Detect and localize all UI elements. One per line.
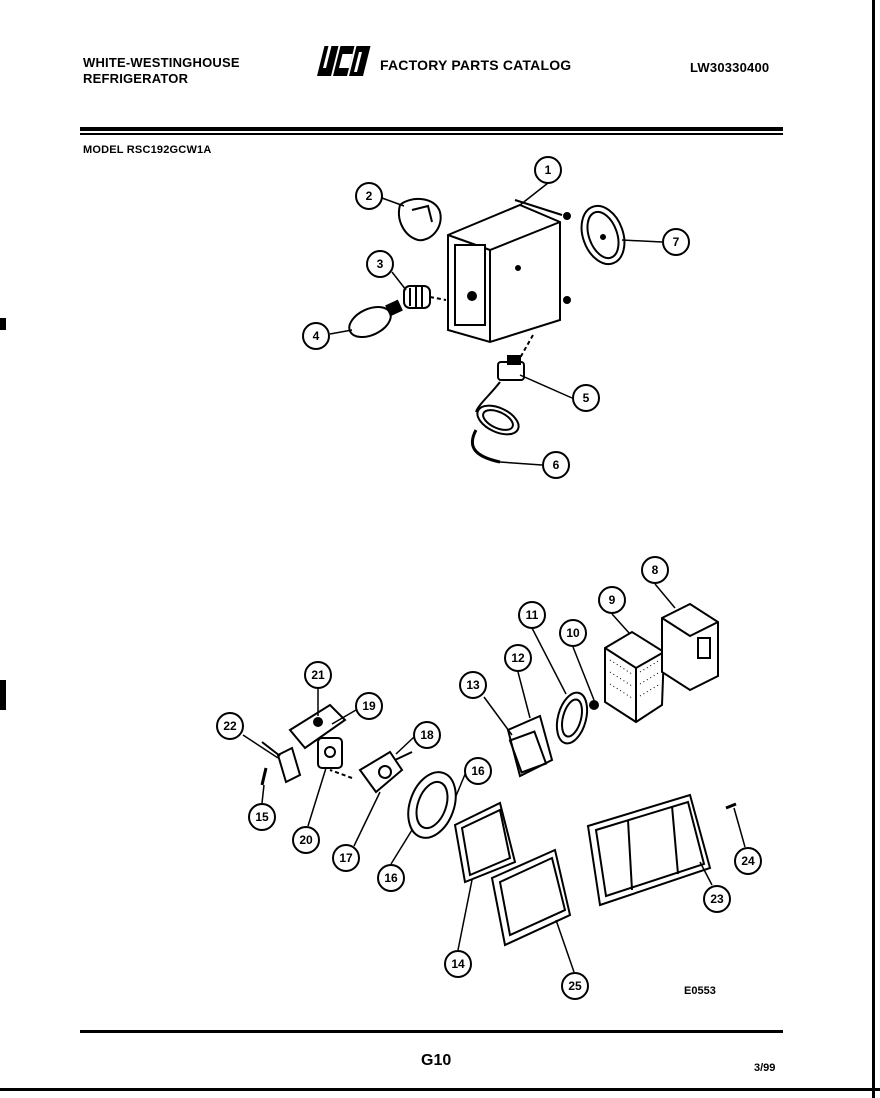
part-motor-20 xyxy=(317,737,343,769)
part-housing-9 xyxy=(604,630,666,724)
svg-text:2: 2 xyxy=(366,189,373,203)
part-cover-13 xyxy=(506,714,554,778)
svg-text:17: 17 xyxy=(339,851,353,865)
callout-19: 19 xyxy=(355,692,383,720)
callout-23: 23 xyxy=(703,885,731,913)
svg-text:18: 18 xyxy=(420,728,434,742)
callout-5: 5 xyxy=(572,384,600,412)
part-cap xyxy=(398,198,442,242)
svg-text:16: 16 xyxy=(384,871,398,885)
page-number: G10 xyxy=(421,1052,452,1069)
part-panel-23 xyxy=(586,793,712,907)
model-number: MODEL RSC192GCW1A xyxy=(83,144,212,156)
part-screw-24 xyxy=(725,802,737,810)
callout-20: 20 xyxy=(292,826,320,854)
catalog-title: FACTORY PARTS CATALOG xyxy=(380,57,572,73)
brand-block: WHITE-WESTINGHOUSE REFRIGERATOR xyxy=(83,55,240,87)
callout-3: 3 xyxy=(366,250,394,278)
catalog-code: LW30330400 xyxy=(690,60,770,75)
callout-18: 18 xyxy=(413,721,441,749)
part-ring-11 xyxy=(555,691,599,745)
callout-1: 1 xyxy=(534,156,562,184)
drawing-code: E0553 xyxy=(684,985,716,997)
header-rule xyxy=(80,127,783,131)
callout-16b: 16 xyxy=(377,864,405,892)
part-box-8 xyxy=(661,602,719,692)
svg-text:1: 1 xyxy=(545,163,552,177)
svg-text:14: 14 xyxy=(451,957,465,971)
svg-text:21: 21 xyxy=(311,668,325,682)
scan-mark xyxy=(0,318,6,330)
callout-25: 25 xyxy=(561,972,589,1000)
brand-name: WHITE-WESTINGHOUSE xyxy=(83,55,240,70)
footer-rule xyxy=(80,1030,783,1033)
revision-date: 3/99 xyxy=(754,1062,776,1074)
part-ring-16 xyxy=(407,771,457,839)
svg-text:22: 22 xyxy=(223,719,237,733)
wci-logo xyxy=(317,46,371,76)
callout-13: 13 xyxy=(459,671,487,699)
callout-16a: 16 xyxy=(464,757,492,785)
part-bulb xyxy=(348,299,403,339)
svg-text:20: 20 xyxy=(299,833,313,847)
callout-21: 21 xyxy=(304,661,332,689)
header-rule-thin xyxy=(80,133,783,135)
callout-15: 15 xyxy=(248,803,276,831)
svg-text:25: 25 xyxy=(568,979,582,993)
svg-text:3: 3 xyxy=(377,257,384,271)
part-screw-15 xyxy=(260,767,268,786)
svg-text:16: 16 xyxy=(471,764,485,778)
part-panel-14 xyxy=(453,801,517,884)
leader-lines xyxy=(242,182,746,973)
part-harness xyxy=(470,381,520,464)
part-bracket-22 xyxy=(261,741,302,784)
page-edge-right xyxy=(872,0,875,1098)
callout-11: 11 xyxy=(518,601,546,629)
scan-mark xyxy=(0,680,6,710)
callout-6: 6 xyxy=(542,451,570,479)
svg-text:11: 11 xyxy=(526,608,539,622)
part-switch xyxy=(497,334,534,381)
callout-9: 9 xyxy=(598,586,626,614)
part-panel-25 xyxy=(490,848,572,947)
callout-12: 12 xyxy=(504,644,532,672)
svg-text:5: 5 xyxy=(583,391,590,405)
svg-text:23: 23 xyxy=(710,892,724,906)
svg-text:19: 19 xyxy=(362,699,376,713)
callout-8: 8 xyxy=(641,556,669,584)
callout-17: 17 xyxy=(332,844,360,872)
callout-4: 4 xyxy=(302,322,330,350)
part-fan-assembly xyxy=(329,750,413,794)
callout-2: 2 xyxy=(355,182,383,210)
part-bracket-21 xyxy=(288,703,347,750)
svg-text:8: 8 xyxy=(652,563,659,577)
page-edge-bottom xyxy=(0,1088,880,1091)
svg-text:4: 4 xyxy=(313,329,320,343)
callout-10: 10 xyxy=(559,619,587,647)
product-type: REFRIGERATOR xyxy=(83,71,189,86)
svg-text:7: 7 xyxy=(673,235,680,249)
svg-text:12: 12 xyxy=(511,651,525,665)
svg-text:9: 9 xyxy=(609,593,616,607)
part-housing xyxy=(447,199,571,344)
callout-22: 22 xyxy=(216,712,244,740)
part-disc xyxy=(580,204,626,266)
part-socket xyxy=(403,285,447,309)
svg-text:24: 24 xyxy=(741,854,755,868)
svg-text:6: 6 xyxy=(553,458,560,472)
callout-14: 14 xyxy=(444,950,472,978)
callout-7: 7 xyxy=(662,228,690,256)
svg-text:13: 13 xyxy=(466,678,480,692)
callout-24: 24 xyxy=(734,847,762,875)
svg-text:10: 10 xyxy=(566,626,580,640)
svg-text:15: 15 xyxy=(255,810,269,824)
